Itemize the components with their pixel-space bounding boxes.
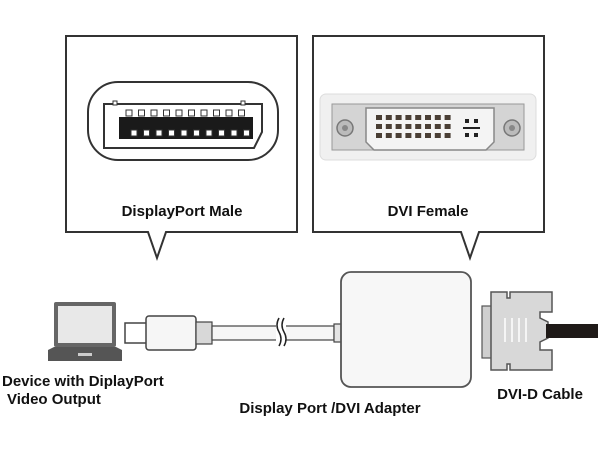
dvi-female-label: DVI Female <box>388 203 469 220</box>
displayport-pin <box>150 109 158 117</box>
laptop-screen <box>58 306 112 343</box>
dvi-pin <box>415 115 422 120</box>
displayport-pins <box>125 109 250 137</box>
displayport-pin <box>125 109 133 117</box>
displayport-pin <box>180 129 188 137</box>
dvi-pin <box>376 115 382 120</box>
cable-body <box>211 325 335 341</box>
dvi-d-cable-connector <box>481 291 598 371</box>
cable-break-mark <box>276 317 282 347</box>
device-label-line2: Video Output <box>7 391 101 408</box>
dvi-pin <box>395 115 402 120</box>
device-label-line1: Device with DiplayPort <box>2 373 164 390</box>
dvi-pin <box>434 124 441 129</box>
displayport-pin <box>213 109 220 117</box>
dvi-pins <box>376 115 451 138</box>
displayport-pin <box>230 129 238 137</box>
displayport-pin <box>243 129 250 137</box>
displayport-pin <box>163 109 170 117</box>
displayport-pin <box>188 109 195 117</box>
dvi-pin <box>425 133 431 138</box>
displayport-pin <box>225 109 233 117</box>
dvi-pin <box>395 124 402 129</box>
displayport-callout: DisplayPort Male <box>65 35 298 262</box>
displayport-pin <box>218 129 225 137</box>
dvi-analog-pins <box>463 119 480 137</box>
displayport-pin <box>138 109 145 117</box>
mini-displayport-tip <box>124 322 148 344</box>
displayport-pin <box>175 109 183 117</box>
dvi-pin <box>405 124 412 129</box>
displayport-pin <box>143 129 150 137</box>
dvi-pin <box>385 115 392 120</box>
displayport-connector-illustration <box>87 81 279 161</box>
displayport-pin <box>205 129 213 137</box>
displayport-male-label: DisplayPort Male <box>122 203 243 220</box>
laptop-icon <box>48 302 122 361</box>
dvi-pin <box>444 133 451 138</box>
dvi-pin <box>376 124 382 129</box>
dvi-pin <box>405 115 412 120</box>
displayport-cable <box>124 315 343 351</box>
displayport-pin <box>238 109 245 117</box>
cable-strain-relief <box>195 321 213 345</box>
displayport-pin <box>193 129 200 137</box>
dvi-pin <box>385 124 392 129</box>
displayport-pin <box>168 129 175 137</box>
dvi-pin <box>434 115 441 120</box>
adapter-box <box>340 271 472 388</box>
mini-displayport-plug <box>145 315 197 351</box>
adapter-label: Display Port /DVI Adapter <box>239 400 420 417</box>
dvi-pin <box>395 133 402 138</box>
dvi-pin <box>415 124 422 129</box>
dvi-pin <box>444 115 451 120</box>
displayport-pin <box>130 129 138 137</box>
dvi-pin <box>405 133 412 138</box>
dvi-pin <box>444 124 451 129</box>
dvi-pin <box>415 133 422 138</box>
displayport-pin <box>155 129 163 137</box>
dvi-pin <box>425 115 431 120</box>
dvi-pin <box>434 133 441 138</box>
dvi-callout: DVI Female <box>312 35 545 262</box>
dvi-pin <box>376 133 382 138</box>
dvi-cable-label: DVI-D Cable <box>497 386 583 403</box>
dvi-cable-black <box>546 324 598 338</box>
dvi-pin <box>385 133 392 138</box>
dvi-plug-hood <box>490 291 553 371</box>
dvi-pin <box>425 124 431 129</box>
dvi-connector-illustration <box>319 93 537 161</box>
displayport-pin <box>200 109 208 117</box>
